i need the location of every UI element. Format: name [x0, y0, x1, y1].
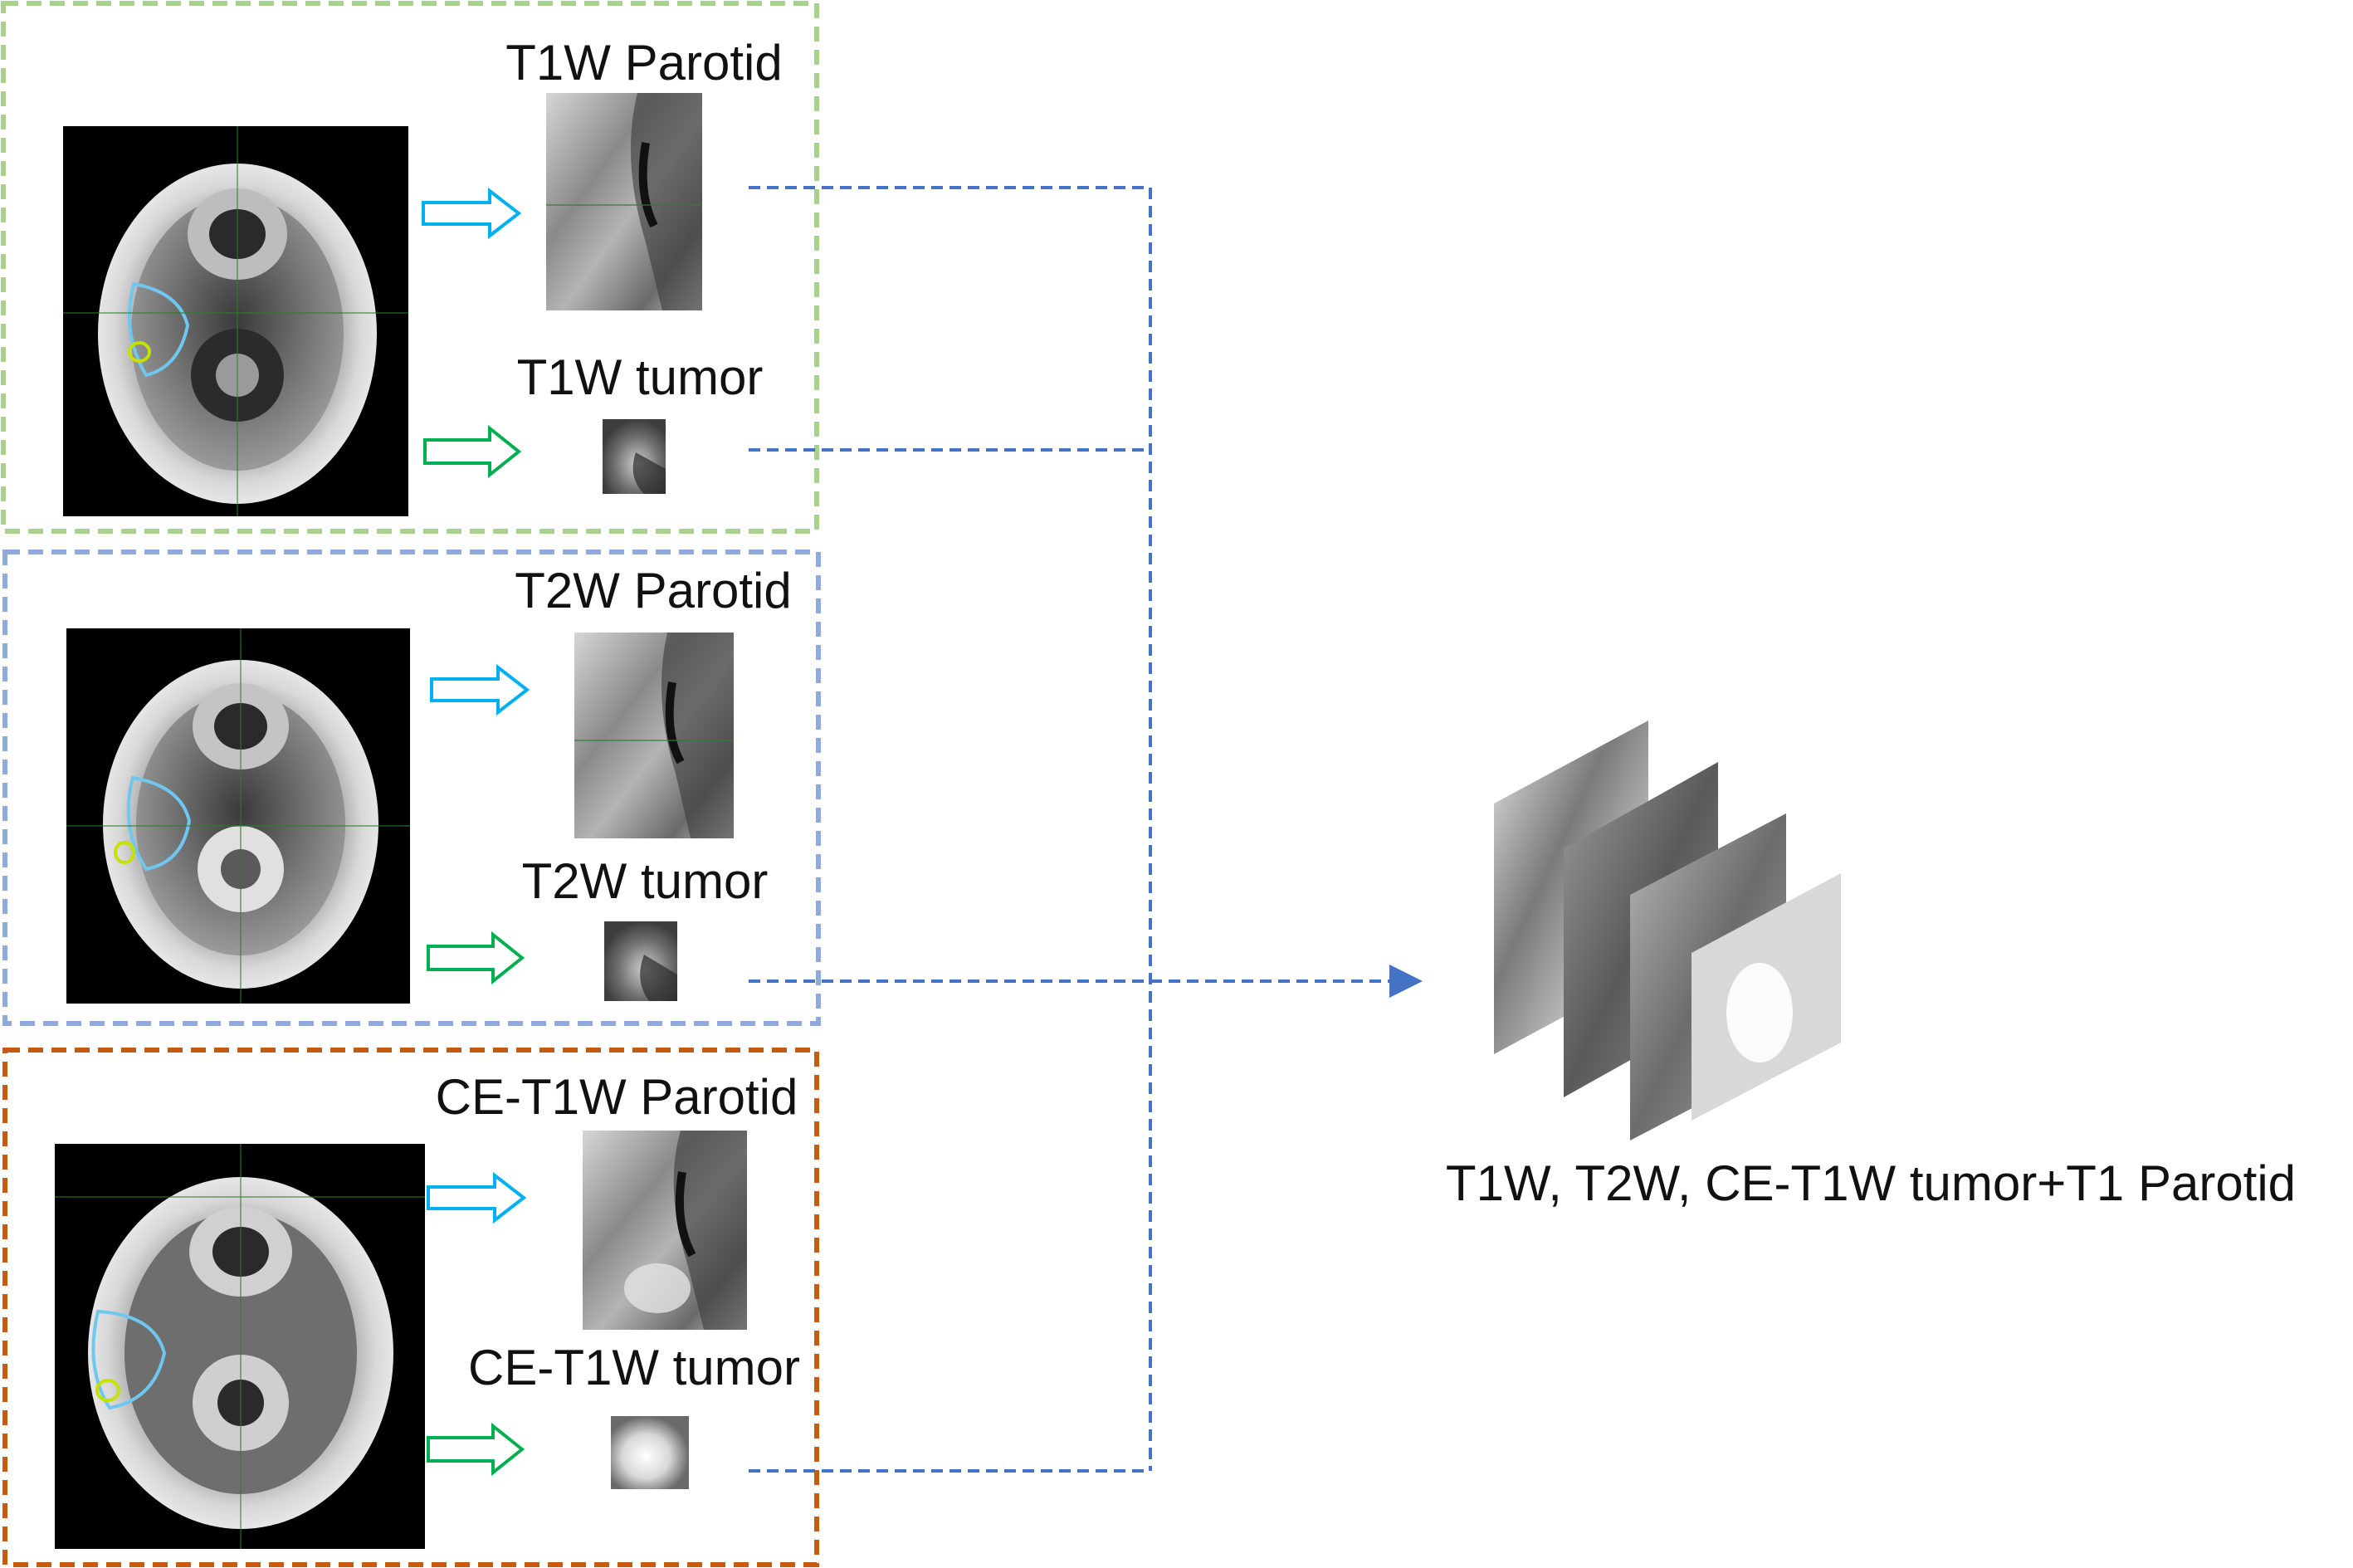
panel-t1w-frame — [1, 1, 819, 534]
arrow-to-tumor-icon — [427, 1422, 525, 1477]
t1w-parotid-label: T1W Parotid — [505, 35, 782, 90]
arrow-to-parotid-icon — [427, 1171, 527, 1224]
panel-t2w: T2W Parotid T2W tumor — [2, 550, 821, 1026]
tumor-crop-icon — [604, 921, 677, 1001]
arrow-to-parotid-icon — [422, 187, 522, 240]
arrow-to-parotid-icon — [430, 663, 530, 716]
tumor-crop-icon — [611, 1416, 689, 1489]
stacked-image-channels-icon — [1494, 720, 1841, 1141]
connector-lines — [749, 186, 1423, 1473]
panel-t1w: T1W Parotid T1W tumor — [1, 1, 819, 534]
panel-ce-t1w-frame — [2, 1048, 819, 1567]
axial-mri-slice-icon — [66, 628, 410, 1004]
ce-t1w-tumor-label: CE-T1W tumor — [468, 1340, 800, 1395]
parotid-crop-icon — [546, 93, 702, 310]
parotid-crop-icon — [583, 1131, 747, 1330]
t2w-tumor-label: T2W tumor — [522, 853, 769, 909]
tumor-crop-icon — [603, 419, 666, 494]
arrow-to-tumor-icon — [427, 931, 525, 985]
output-label: T1W, T2W, CE-T1W tumor+T1 Parotid — [1446, 1155, 2296, 1211]
panel-ce-t1w: CE-T1W Parotid CE-T1W tumor — [2, 1048, 819, 1567]
ce-t1w-parotid-label: CE-T1W Parotid — [436, 1069, 798, 1125]
axial-mri-slice-icon — [63, 126, 408, 516]
panel-t2w-frame — [2, 550, 821, 1026]
parotid-crop-icon — [574, 633, 734, 838]
t1w-tumor-label: T1W tumor — [517, 349, 764, 405]
arrow-to-tumor-icon — [423, 424, 522, 479]
axial-mri-slice-icon — [55, 1144, 425, 1549]
t2w-parotid-label: T2W Parotid — [515, 563, 791, 618]
